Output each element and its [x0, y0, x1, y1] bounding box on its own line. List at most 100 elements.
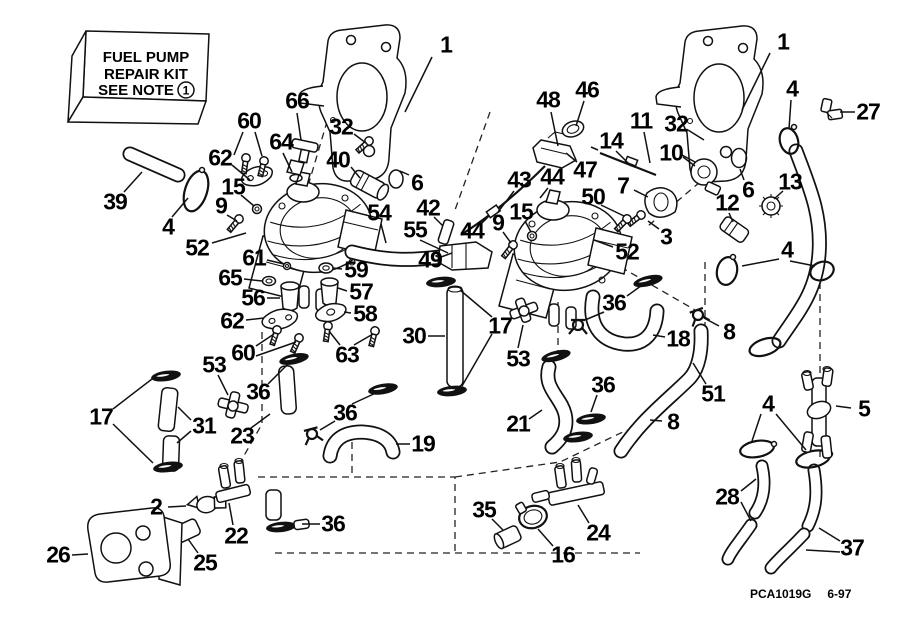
leader-line-59 [332, 267, 343, 270]
callout-52: 52 [185, 234, 210, 261]
callout-42: 42 [416, 194, 441, 221]
callout-46: 46 [575, 76, 600, 103]
part-61-screw [282, 261, 292, 271]
callout-54: 54 [367, 199, 392, 226]
note-box-line3: SEE NOTE [98, 82, 174, 99]
leader-line-42 [433, 216, 444, 227]
leader-line-4 [171, 197, 189, 218]
part-48-connector [532, 131, 577, 169]
part-53-fitting-right [509, 297, 539, 323]
callout-63: 63 [335, 341, 360, 368]
leader-line-8 [649, 419, 663, 422]
callout-4: 4 [762, 390, 775, 417]
leader-line-58 [343, 311, 352, 314]
note-number: 1 [183, 84, 190, 98]
note-box-line2: REPAIR KIT [104, 66, 188, 83]
leader-line-50 [600, 204, 625, 217]
leader-line-52 [593, 239, 614, 248]
leader-line-36 [351, 391, 379, 405]
callout-51: 51 [701, 380, 726, 407]
leader-line-21 [528, 409, 543, 420]
callout-9: 9 [492, 209, 505, 236]
part-59-ring [318, 262, 334, 274]
callout-21: 21 [506, 410, 531, 437]
leader-line-16 [537, 528, 554, 547]
leader-line-46 [575, 100, 585, 127]
leader-line-15 [524, 220, 532, 233]
leader-line-22 [228, 502, 234, 526]
leader-line-9 [502, 231, 512, 244]
part-10-primer [681, 154, 722, 196]
small-parts-left [217, 134, 404, 419]
part-66-fitting [291, 138, 319, 164]
part-6-oring-right [730, 147, 748, 169]
leader-line-11 [643, 131, 651, 164]
callout-48: 48 [536, 86, 561, 113]
callout-13: 13 [778, 168, 803, 195]
callout-31: 31 [192, 412, 217, 439]
leader-line-53 [217, 374, 229, 396]
hose-clamps [182, 123, 835, 530]
leader-line-52 [211, 232, 247, 244]
callout-58: 58 [353, 300, 378, 327]
callout-4: 4 [781, 236, 794, 263]
part-65-ring [261, 275, 277, 287]
leader-line-2 [167, 505, 187, 508]
callout-8: 8 [667, 408, 680, 435]
leader-line-40 [350, 166, 361, 179]
callout-17: 17 [488, 312, 513, 339]
leader-line-65 [243, 278, 263, 282]
leader-line-31 [176, 430, 192, 444]
callout-50: 50 [581, 183, 606, 210]
callout-60: 60 [237, 107, 262, 134]
leader-line-60 [255, 341, 297, 357]
bottom-parts [87, 365, 834, 586]
leader-line-53 [517, 324, 524, 349]
callout-37: 37 [840, 534, 865, 561]
callout-22: 22 [224, 522, 249, 549]
callout-1: 1 [777, 28, 790, 55]
leader-line-36 [590, 394, 598, 413]
callout-52: 52 [615, 238, 640, 265]
leader-line-63 [353, 333, 374, 346]
leader-line-18 [652, 334, 666, 338]
drawing-date: 6-97 [827, 587, 852, 601]
leader-line-39 [123, 171, 143, 193]
callout-4: 4 [786, 75, 799, 102]
leader-line-60 [254, 131, 263, 157]
callout-25: 25 [193, 549, 218, 576]
callout-6: 6 [742, 176, 755, 203]
leader-line-4 [741, 258, 780, 267]
part-26-bracket [87, 507, 183, 586]
repair-kit-note-box: FUEL PUMP REPAIR KIT SEE NOTE 1 [66, 30, 210, 125]
callout-12: 12 [715, 189, 740, 216]
callout-64: 64 [269, 128, 294, 155]
callout-9: 9 [215, 192, 228, 219]
callout-36: 36 [333, 399, 358, 426]
callout-40: 40 [326, 146, 351, 173]
leader-line-9 [226, 214, 238, 222]
leader-line-37 [818, 527, 841, 542]
note-number-circle [177, 81, 195, 99]
leader-line-4 [788, 99, 792, 130]
drawing-code-number: PCA1019G [750, 587, 812, 601]
part-62-gasket-top [240, 165, 274, 187]
leader-line-62 [231, 164, 251, 181]
callout-44: 44 [460, 217, 485, 244]
callout-43: 43 [507, 166, 532, 193]
callout-6: 6 [411, 169, 424, 196]
callout-18: 18 [666, 325, 691, 352]
callout-19: 19 [411, 430, 436, 457]
callout-7: 7 [617, 172, 630, 199]
callout-30: 30 [402, 322, 427, 349]
hoses [122, 143, 827, 575]
leader-line-10 [682, 156, 696, 167]
callout-62: 62 [220, 307, 245, 334]
leader-line-25 [187, 538, 199, 554]
callout-5: 5 [858, 395, 871, 422]
leader-line-32 [687, 129, 705, 141]
callout-3: 3 [660, 223, 673, 250]
leader-line-12 [728, 212, 734, 223]
